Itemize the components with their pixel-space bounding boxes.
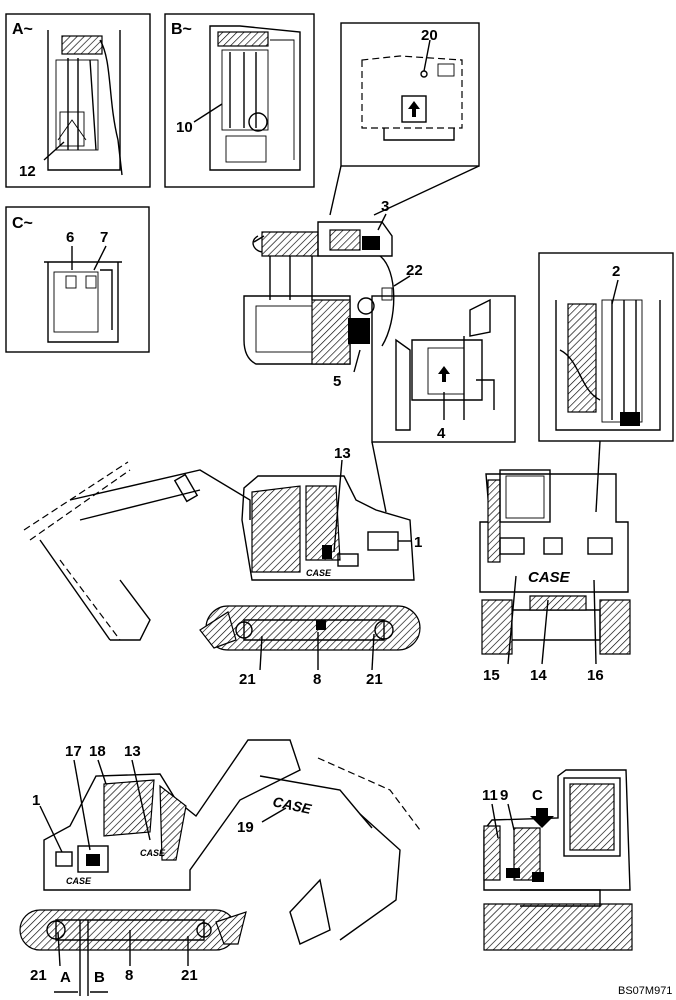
callout-1-top: 1 [414,534,422,551]
callout-22: 22 [406,262,423,279]
detail-callout-20: 20 [329,22,480,216]
view-b-label: B~ [171,21,192,38]
excavator-front-view: C 11 9 [482,769,633,951]
callout-10: 10 [176,119,193,136]
callout-17: 17 [65,743,82,760]
view-c-label: C~ [12,215,33,232]
callout-21-top-right: 21 [366,671,383,688]
callout-16: 16 [587,667,604,684]
callout-13-bottom: 13 [124,743,141,760]
detail-callout-2: 2 [538,252,674,513]
callout-1-bottom: 1 [32,792,40,809]
callout-14: 14 [530,667,547,684]
section-mark-b: B [94,969,105,986]
detail-view-a: A~ 12 [5,13,151,188]
callout-18: 18 [89,743,106,760]
callout-4: 4 [437,425,446,442]
excavator-side-view-left: CASE 1 13 21 8 21 [23,445,422,688]
callout-21-bottom-left: 21 [30,967,47,984]
detail-callout-4: 4 [371,295,516,513]
detail-view-c: C~ 6 7 [5,206,150,353]
callout-8-top: 8 [313,671,321,688]
callout-3: 3 [381,198,389,215]
callout-19: 19 [237,819,254,836]
brand-decal-side-left: CASE [66,876,92,886]
drawing-code: BS07M971 [618,985,672,997]
callout-21-top-left: 21 [239,671,256,688]
section-mark-a: A [60,969,71,986]
view-a-label: A~ [12,21,33,38]
callout-8-bottom: 8 [125,967,133,984]
callout-15: 15 [483,667,500,684]
excavator-side-view-right: CASE CASE CASE 1 17 18 13 19 21 8 21 [19,739,421,996]
callout-20: 20 [421,27,438,44]
callout-c: C [532,787,543,804]
excavator-rear-view: CASE 15 14 16 [479,469,631,684]
callout-11: 11 [482,787,498,804]
callout-5: 5 [333,373,341,390]
brand-decal-cab: CASE [140,848,166,858]
callout-6: 6 [66,229,74,246]
callout-9: 9 [500,787,508,804]
brand-decal-side: CASE [306,568,332,578]
detail-view-b: B~ 10 [164,13,315,188]
brand-decal-rear: CASE [528,569,571,586]
callout-13-top: 13 [334,445,351,462]
callout-2: 2 [612,263,620,280]
callout-12: 12 [19,163,36,180]
callout-21-bottom-right: 21 [181,967,198,984]
callout-7: 7 [100,229,108,246]
